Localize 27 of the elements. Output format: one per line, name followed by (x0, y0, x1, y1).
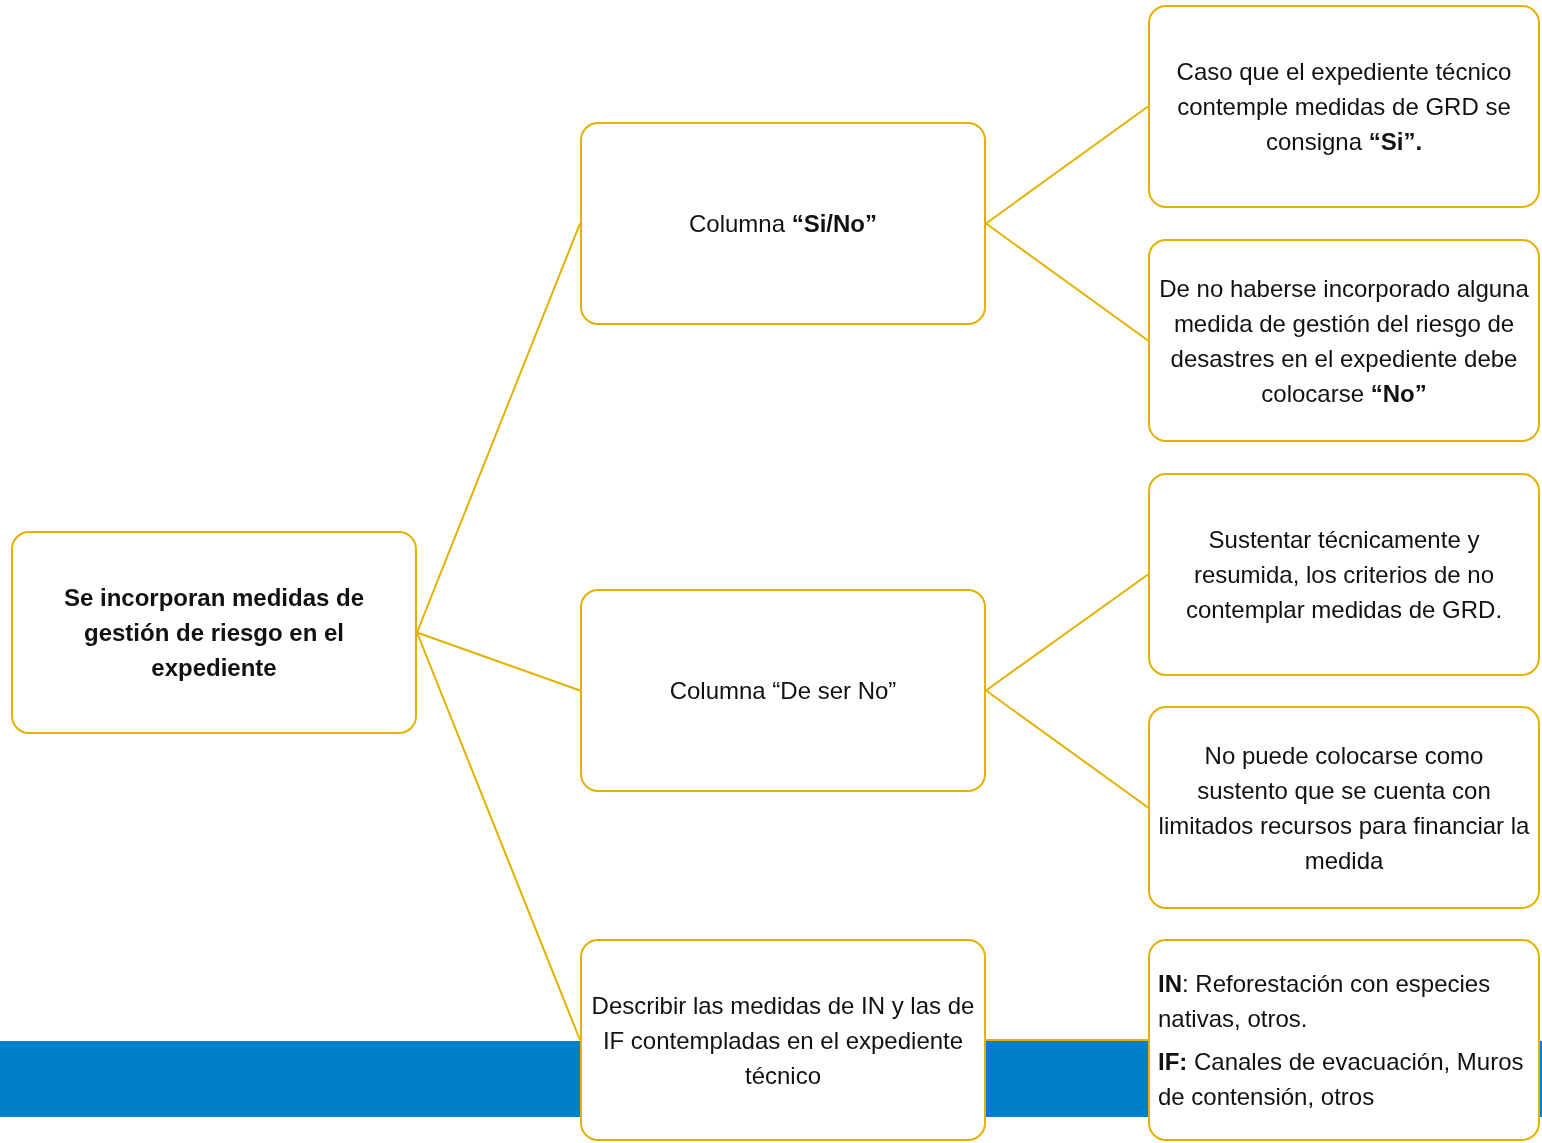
connector-line (985, 105, 1149, 225)
box-text: Se incorporan medidas de gestión de riesgo en el expediente (62, 583, 366, 683)
connector-line (416, 222, 581, 634)
connector-line (416, 631, 581, 1041)
box-text: Columna “De ser No” (669, 676, 897, 706)
box-text: No puede colocarse como sustento que se cuenta con limitados recursos para financiar la medida (1158, 740, 1530, 876)
box-text: De no haberse incorporado alguna medida de gestión del riesgo de desastres en el expediente debe colocarse “No” (1158, 273, 1530, 409)
text-box (580, 939, 986, 1141)
text-box (580, 589, 986, 792)
connector-line (985, 689, 1149, 809)
connector-line (985, 222, 1149, 342)
box-text: IF: Canales de evacuación, Muros de contensión, otros (1158, 1047, 1525, 1112)
text-box (1148, 5, 1540, 208)
text-box (11, 531, 417, 734)
text-box (1148, 473, 1540, 676)
connector-line (985, 573, 1149, 692)
box-text: Sustentar técnicamente y resumida, los criterios de no contemplar medidas de GRD. (1184, 525, 1504, 625)
box-text: IN: Reforestación con especies nativas, otros. (1158, 969, 1492, 1034)
text-box (1148, 706, 1540, 909)
text-box (1148, 239, 1540, 442)
box-text: Caso que el expediente técnico contemple medidas de GRD se consigna “Si”. (1175, 57, 1513, 157)
text-box (580, 122, 986, 325)
box-text: Columna “Si/No” (688, 209, 878, 239)
box-text: Describir las medidas de IN y las de IF contempladas en el expediente técnico (590, 990, 976, 1091)
text-box (1148, 939, 1540, 1141)
connector-line (416, 631, 581, 692)
connector-line (985, 1039, 1149, 1041)
